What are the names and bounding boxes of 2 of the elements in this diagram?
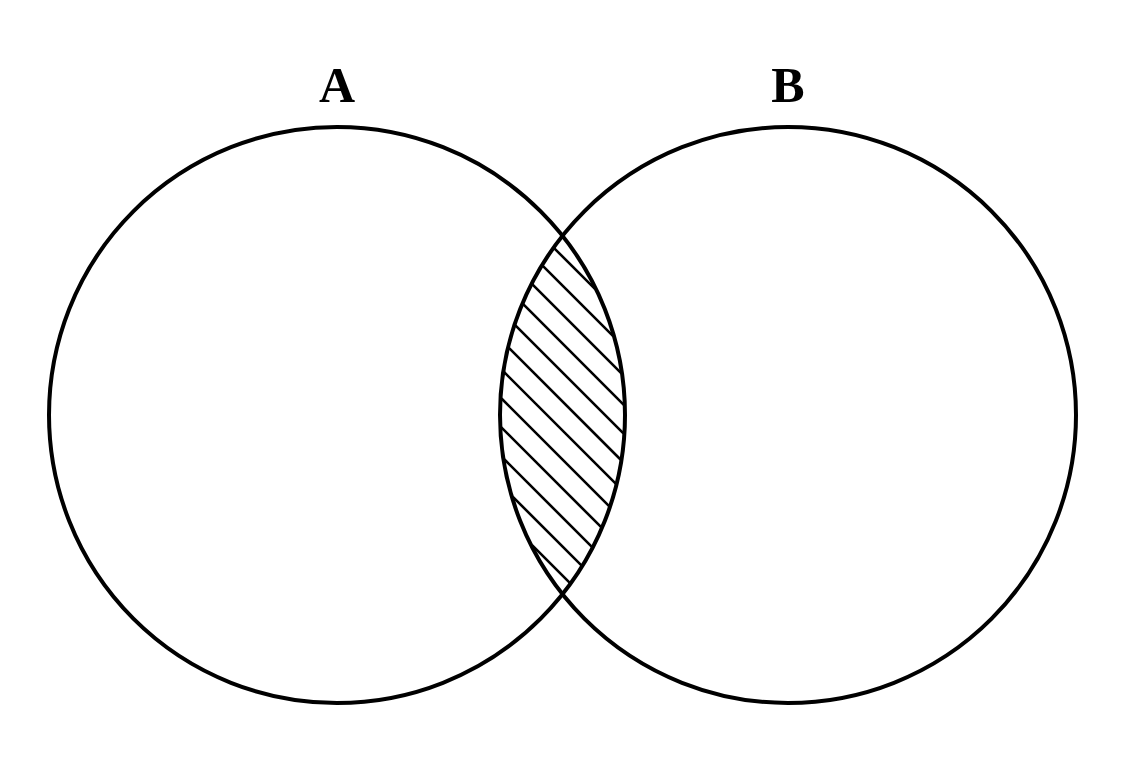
set-label: A [318,56,356,115]
set-label: B [771,56,805,115]
